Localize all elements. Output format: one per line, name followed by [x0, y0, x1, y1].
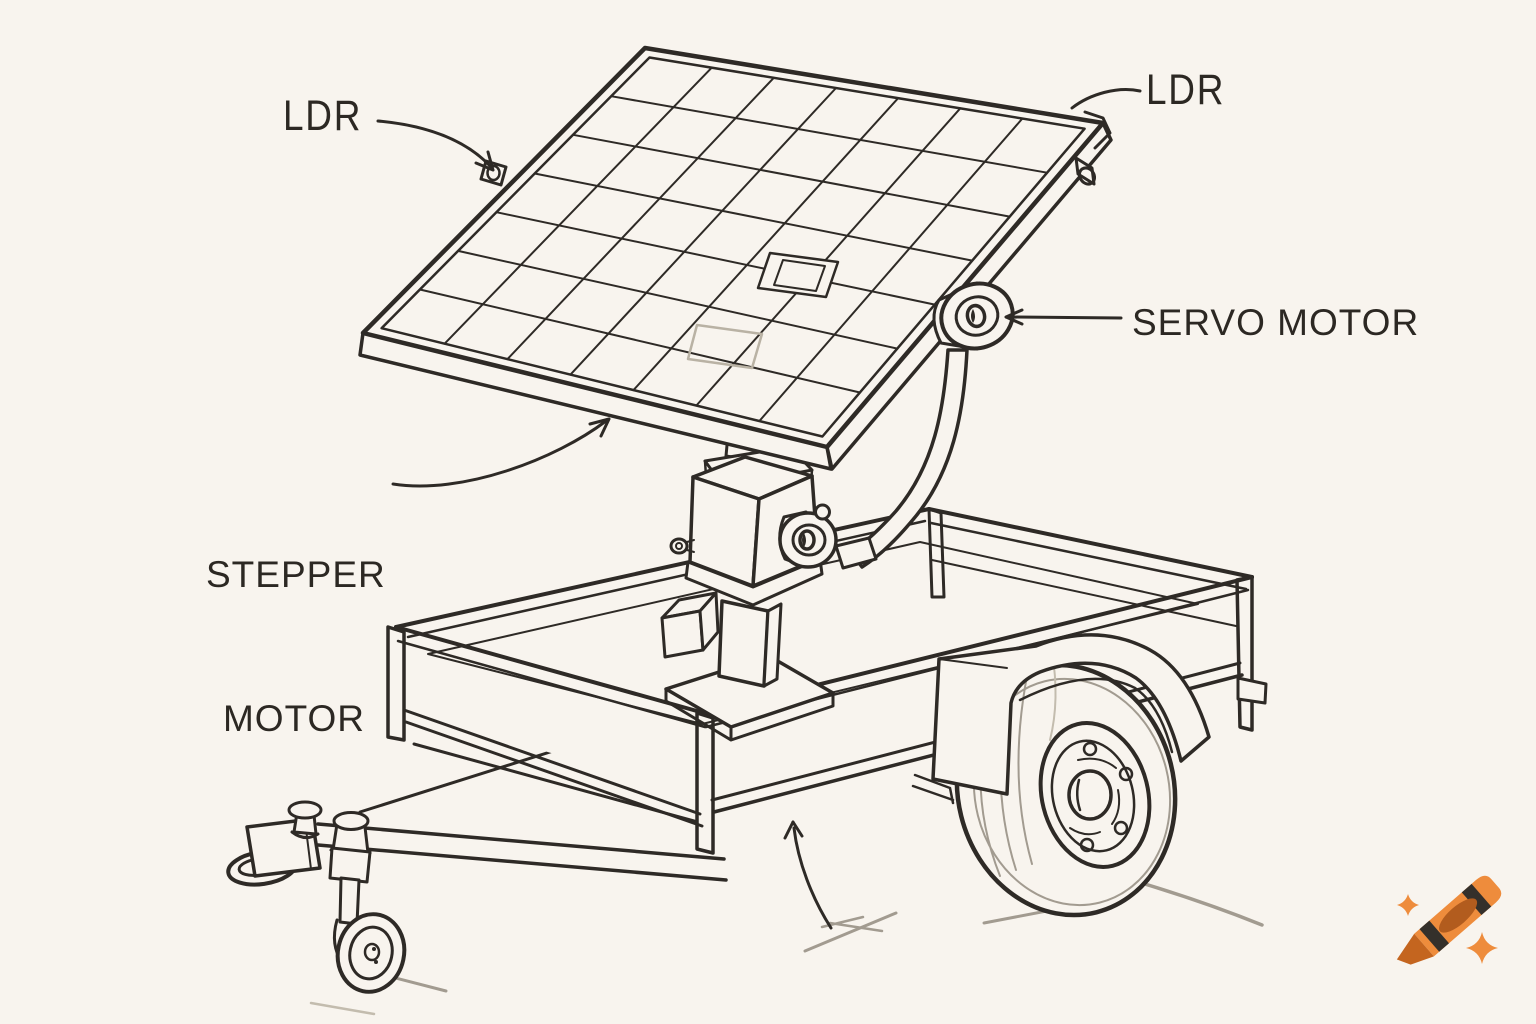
label-stepper-line1: STEPPER [206, 554, 386, 595]
jockey-wheel [328, 811, 407, 994]
watermark-logo [1396, 875, 1502, 965]
stepper-motor-assembly [669, 400, 838, 607]
motor-bolt [814, 503, 831, 521]
pedestal-column [717, 599, 770, 688]
rear-post-foot [1236, 676, 1268, 705]
support-arm [834, 348, 969, 570]
label-ldr-right: LDR [1146, 66, 1226, 114]
front-right-post [695, 711, 715, 855]
sparkle-icon [1397, 894, 1419, 916]
stepper-shaft [778, 511, 838, 569]
tow-hitch [226, 800, 323, 887]
wheel-hub [1067, 769, 1113, 821]
trailer-arrow [792, 826, 833, 930]
crayon-tip [1396, 933, 1434, 965]
ldr-sensor-right [1074, 156, 1097, 186]
crayon-label [1438, 898, 1478, 933]
label-ldr-left: LDR [283, 92, 363, 140]
servo-arrow [1008, 315, 1123, 320]
label-stepper-motor: STEPPER MOTOR [206, 455, 386, 839]
servo-motor [932, 281, 1015, 351]
solar-panel [358, 45, 1113, 471]
rear-right-post [1235, 575, 1254, 732]
stepper-leader [391, 419, 608, 488]
panel-detail-square [686, 323, 764, 370]
annotation-arrows [376, 88, 1142, 930]
sparkle-icon [1466, 932, 1498, 964]
jockey-clamp [328, 846, 372, 884]
ldr-left-leader [376, 119, 493, 169]
front-left-post [386, 625, 406, 742]
label-servo-motor: SERVO MOTOR [1132, 302, 1420, 343]
mounting-base [660, 591, 835, 742]
panel-face [360, 45, 1106, 450]
crayon-stripe [1461, 883, 1492, 916]
junction-box [756, 251, 840, 299]
crayon-icon [1396, 875, 1502, 965]
label-stepper-line2: MOTOR [222, 698, 366, 739]
panel-grid [418, 66, 1049, 422]
crayon-stripe [1419, 920, 1450, 952]
ldr-right-leader [1070, 88, 1142, 110]
arm-bracket [834, 536, 878, 570]
jockey-post [338, 876, 361, 926]
ldr-sensor-left [479, 159, 508, 187]
motor-screw [669, 537, 689, 555]
fender [931, 633, 1211, 796]
